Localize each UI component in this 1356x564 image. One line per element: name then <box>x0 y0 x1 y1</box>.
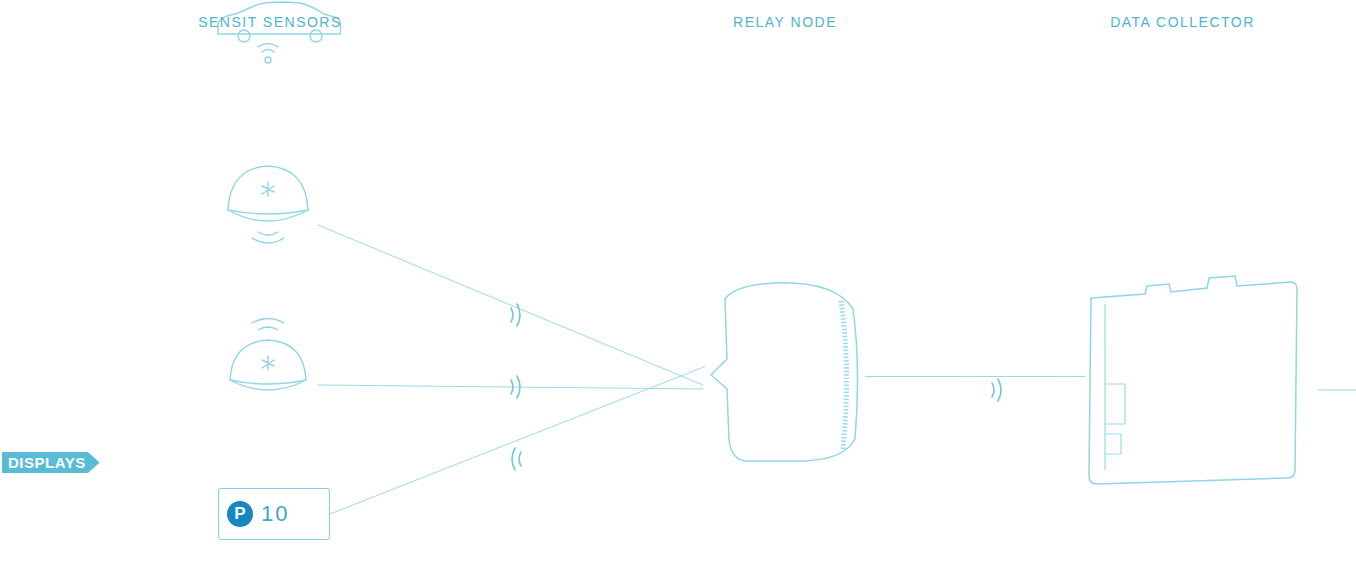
signal-link <box>330 367 705 515</box>
space-count: 10 <box>261 501 289 527</box>
sensor-dome <box>230 319 306 391</box>
data-collector-shape <box>1085 274 1300 486</box>
relay-node-shape <box>705 279 865 464</box>
displays-badge: DISPLAYS <box>2 452 100 473</box>
data-collector: DATA COLLECTOR <box>1060 14 1305 494</box>
relay-node: RELAY NODE <box>690 14 880 474</box>
badge-label: DISPLAYS <box>8 454 86 471</box>
column-heading: SENSIT SENSORS <box>170 14 370 30</box>
column-heading: DATA COLLECTOR <box>1060 14 1305 30</box>
output-line <box>1318 390 1356 391</box>
signal-line <box>318 225 703 385</box>
display-sign: P 10 <box>218 488 330 540</box>
parking-icon: P <box>227 501 253 527</box>
sensor-dome <box>228 166 308 243</box>
signal-link <box>865 376 1085 377</box>
column-heading: RELAY NODE <box>690 14 880 30</box>
signal-line <box>318 385 703 389</box>
